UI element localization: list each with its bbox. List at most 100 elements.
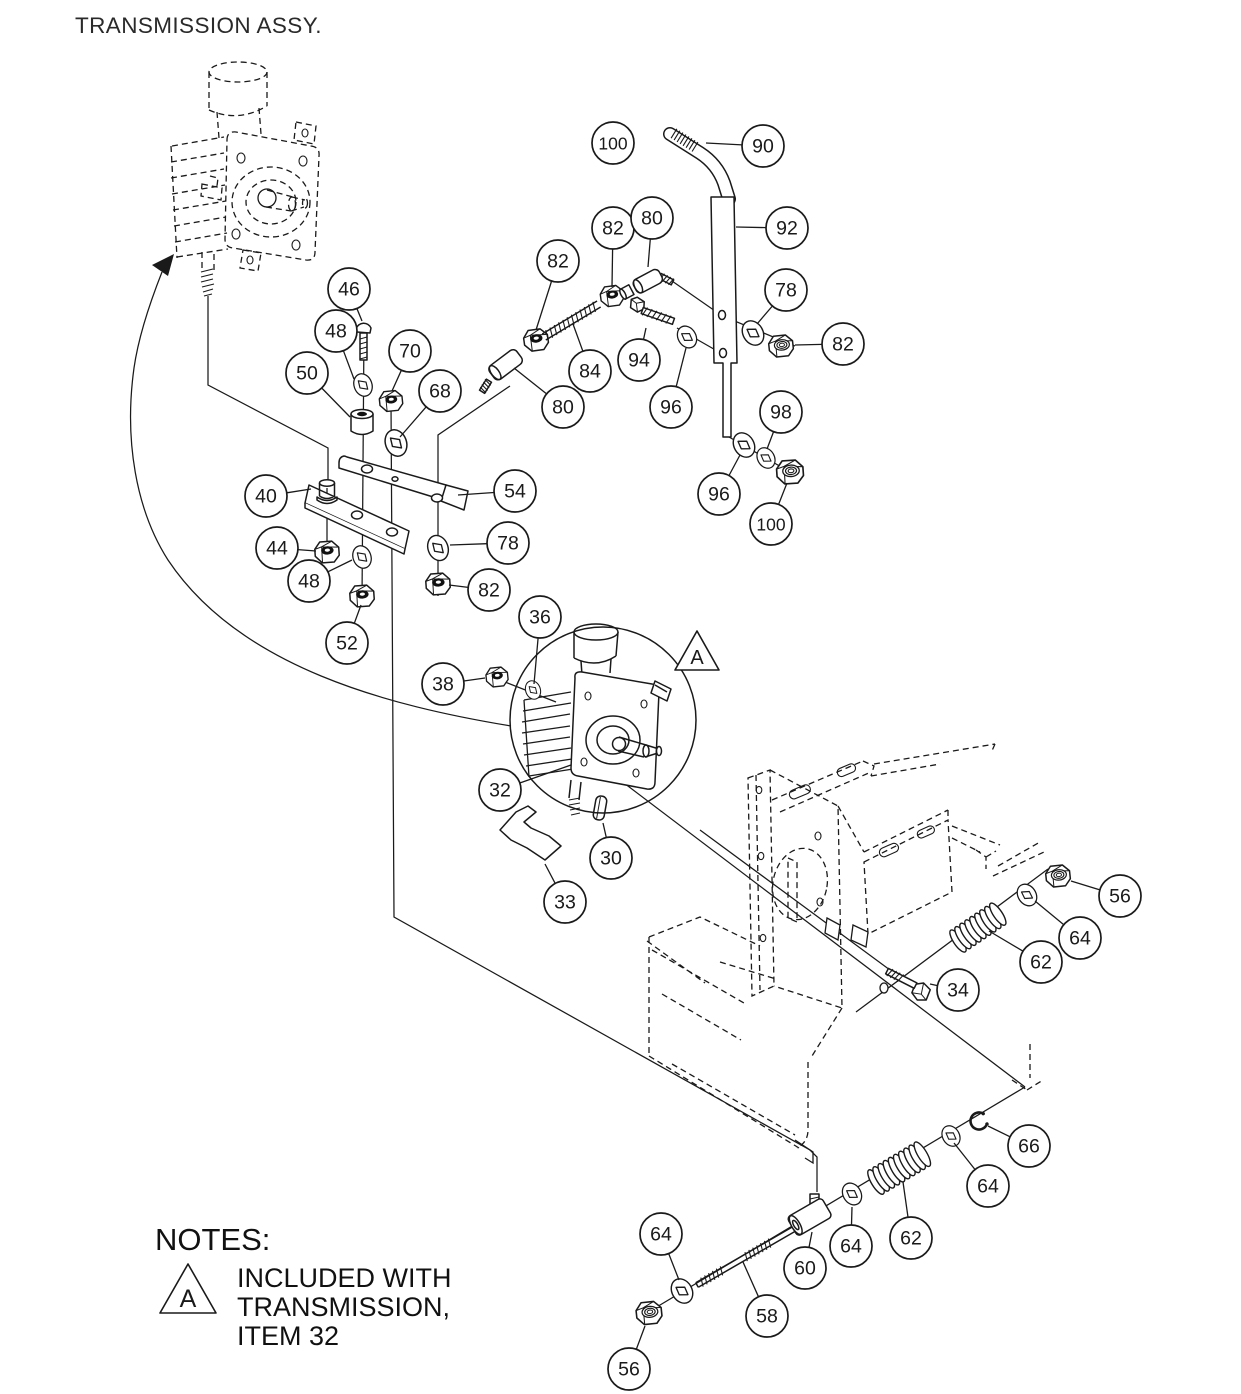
callout-80-4[interactable]: 80: [630, 196, 674, 240]
callout-circle-82[interactable]: [467, 568, 511, 612]
flag-triangle-a[interactable]: A: [674, 630, 720, 671]
callout-68-12[interactable]: 68: [418, 369, 462, 413]
callout-circle-84[interactable]: [568, 349, 612, 393]
callout-circle-32[interactable]: [478, 768, 522, 812]
callout-78-21[interactable]: 78: [486, 521, 530, 565]
callout-80-16[interactable]: 80: [541, 385, 585, 429]
callout-circle-60[interactable]: [783, 1246, 827, 1290]
callout-78-6[interactable]: 78: [764, 268, 808, 312]
callout-circle-40[interactable]: [244, 474, 288, 518]
callout-circle-68[interactable]: [418, 369, 462, 413]
callout-circle-48[interactable]: [287, 559, 331, 603]
callout-36-27[interactable]: 36: [518, 595, 562, 639]
detail-view-circle: [509, 626, 697, 814]
callout-56-43[interactable]: 56: [607, 1347, 651, 1391]
callout-circle-56[interactable]: [1098, 874, 1142, 918]
flag-a-label: A: [690, 647, 704, 669]
callout-circle-64[interactable]: [966, 1164, 1010, 1208]
callout-circle-82[interactable]: [821, 322, 865, 366]
callout-52-23[interactable]: 52: [325, 621, 369, 665]
leader-line-64-34: [1034, 900, 1065, 926]
callout-82-7[interactable]: 82: [821, 322, 865, 366]
callout-82-22[interactable]: 82: [467, 568, 511, 612]
callout-66-36[interactable]: 66: [1007, 1124, 1051, 1168]
callout-number-32: 32: [489, 780, 511, 802]
callout-32-29[interactable]: 32: [478, 768, 522, 812]
callout-circle-66[interactable]: [1007, 1124, 1051, 1168]
callout-62-33[interactable]: 62: [1019, 940, 1063, 984]
callout-circle-80[interactable]: [541, 385, 585, 429]
callout-circle-30[interactable]: [589, 836, 633, 880]
callout-circle-62[interactable]: [889, 1216, 933, 1260]
callout-circle-78[interactable]: [764, 268, 808, 312]
callout-30-30[interactable]: 30: [589, 836, 633, 880]
callout-circle-62[interactable]: [1019, 940, 1063, 984]
callout-38-28[interactable]: 38: [421, 662, 465, 706]
callout-64-42[interactable]: 64: [639, 1212, 683, 1256]
leader-line-64-42: [668, 1253, 680, 1281]
callout-60-40[interactable]: 60: [783, 1246, 827, 1290]
callout-50-10[interactable]: 50: [285, 351, 329, 395]
callout-circle-48[interactable]: [314, 309, 358, 353]
callout-46-8[interactable]: 46: [327, 267, 371, 311]
callout-circle-70[interactable]: [388, 329, 432, 373]
callout-circle-52[interactable]: [325, 621, 369, 665]
callout-44-19[interactable]: 44: [255, 526, 299, 570]
callout-90-1[interactable]: 90: [741, 124, 785, 168]
nut-100: [775, 458, 805, 486]
callout-circle-98[interactable]: [759, 390, 803, 434]
callout-34-32[interactable]: 34: [936, 968, 980, 1012]
callout-33-31[interactable]: 33: [543, 880, 587, 924]
callout-100-0[interactable]: 100: [591, 121, 635, 165]
callout-circle-64[interactable]: [829, 1224, 873, 1268]
callout-circle-50[interactable]: [285, 351, 329, 395]
leader-line-44-19: [297, 548, 317, 552]
callout-circle-46[interactable]: [327, 267, 371, 311]
callout-circle-54[interactable]: [493, 469, 537, 513]
callout-circle-100[interactable]: [591, 121, 635, 165]
callout-96-15[interactable]: 96: [649, 385, 693, 429]
callout-number-48: 48: [298, 571, 320, 593]
callout-circle-56[interactable]: [607, 1347, 651, 1391]
callout-circle-90[interactable]: [741, 124, 785, 168]
callout-number-56: 56: [618, 1359, 640, 1381]
callout-48-20[interactable]: 48: [287, 559, 331, 603]
callout-40-18[interactable]: 40: [244, 474, 288, 518]
callout-48-9[interactable]: 48: [314, 309, 358, 353]
callout-98-25[interactable]: 98: [759, 390, 803, 434]
callout-96-24[interactable]: 96: [697, 472, 741, 516]
callout-circle-34[interactable]: [936, 968, 980, 1012]
callout-circle-64[interactable]: [639, 1212, 683, 1256]
callout-circle-96[interactable]: [649, 385, 693, 429]
callout-circle-58[interactable]: [745, 1294, 789, 1338]
callout-circle-100[interactable]: [749, 502, 793, 546]
callout-circle-36[interactable]: [518, 595, 562, 639]
callout-circle-78[interactable]: [486, 521, 530, 565]
callout-circle-82[interactable]: [536, 239, 580, 283]
callout-62-38[interactable]: 62: [889, 1216, 933, 1260]
retainer-clip-66: [969, 1111, 989, 1131]
callout-58-41[interactable]: 58: [745, 1294, 789, 1338]
callout-64-39[interactable]: 64: [829, 1224, 873, 1268]
callout-54-17[interactable]: 54: [493, 469, 537, 513]
callout-70-11[interactable]: 70: [388, 329, 432, 373]
callout-number-80: 80: [552, 397, 574, 419]
callout-64-34[interactable]: 64: [1058, 916, 1102, 960]
callout-92-2[interactable]: 92: [765, 206, 809, 250]
washer-64-a: [666, 1274, 698, 1308]
callout-94-14[interactable]: 94: [617, 338, 661, 382]
callout-82-5[interactable]: 82: [536, 239, 580, 283]
callout-circle-38[interactable]: [421, 662, 465, 706]
callout-circle-80[interactable]: [630, 196, 674, 240]
callout-circle-96[interactable]: [697, 472, 741, 516]
callout-circle-64[interactable]: [1058, 916, 1102, 960]
callout-56-35[interactable]: 56: [1098, 874, 1142, 918]
callout-circle-33[interactable]: [543, 880, 587, 924]
callout-84-13[interactable]: 84: [568, 349, 612, 393]
callout-circle-94[interactable]: [617, 338, 661, 382]
callout-64-37[interactable]: 64: [966, 1164, 1010, 1208]
callout-circle-44[interactable]: [255, 526, 299, 570]
callout-82-3[interactable]: 82: [591, 206, 635, 250]
callout-100-26[interactable]: 100: [749, 502, 793, 546]
callout-circle-92[interactable]: [765, 206, 809, 250]
